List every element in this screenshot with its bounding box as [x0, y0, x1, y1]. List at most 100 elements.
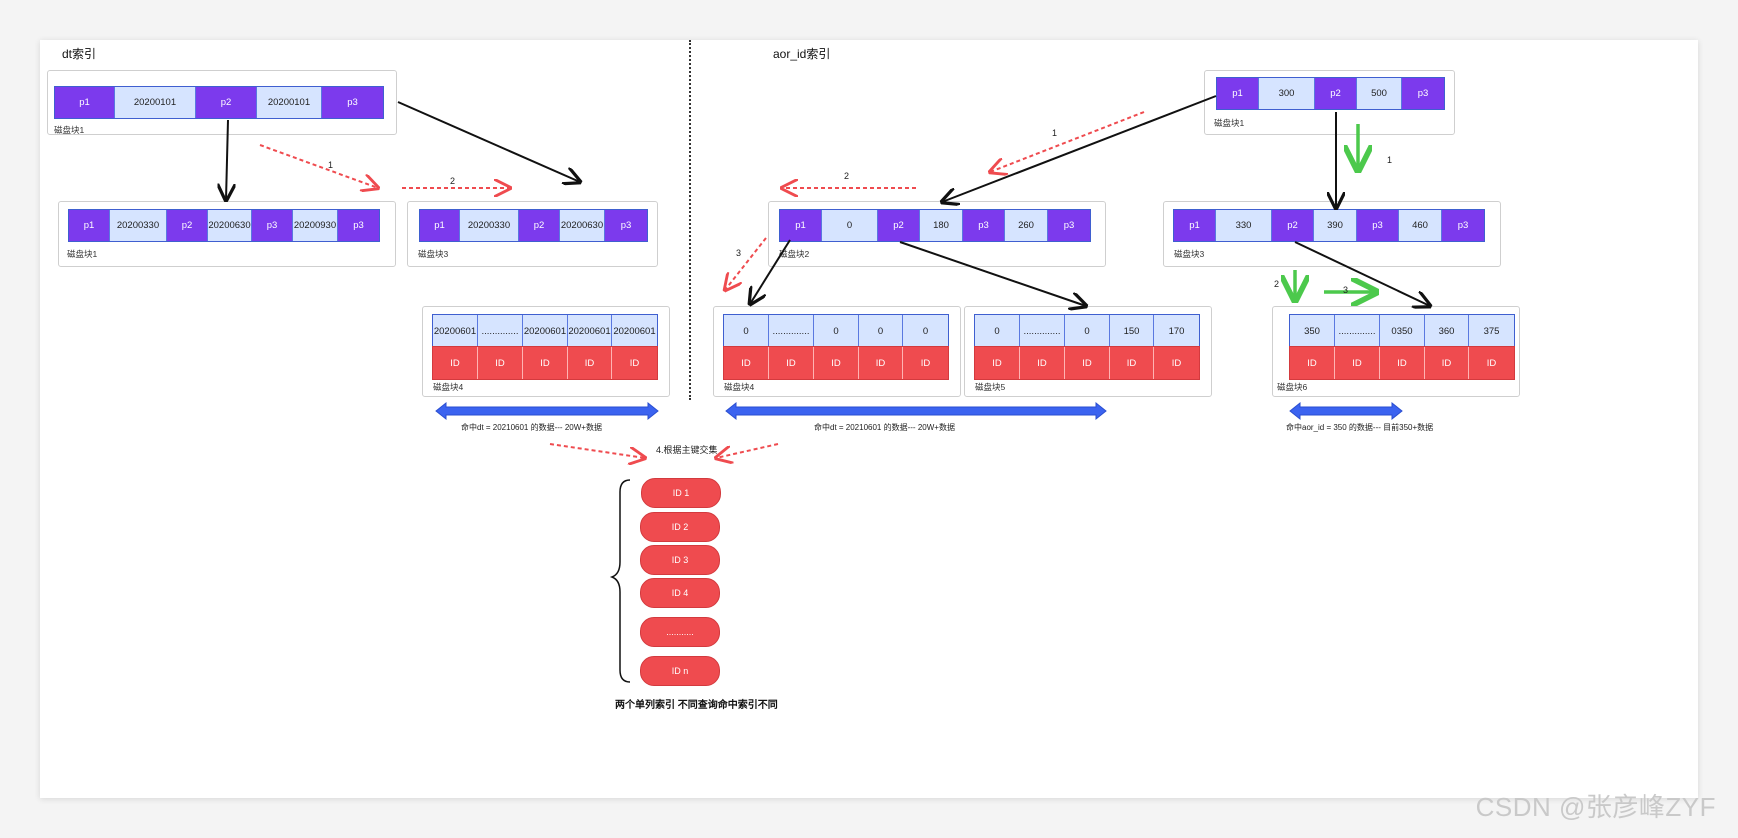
pointer-cell: p3 [322, 87, 383, 118]
key-cell: 0350 [1380, 315, 1425, 347]
key-cell: 180 [920, 210, 963, 241]
block-label: 磁盘块6 [1277, 382, 1308, 392]
watermark: CSDN @张彦峰ZYF [1475, 792, 1716, 822]
key-cell: .............. [478, 315, 523, 347]
pointer-cell: p3 [338, 210, 379, 241]
pointer-cell: p1 [1174, 210, 1216, 241]
left-index-title: dt索引 [62, 47, 97, 61]
pointer-cell: p1 [1217, 78, 1259, 109]
pointer-cell: p1 [420, 210, 460, 241]
key-cell: 460 [1399, 210, 1442, 241]
mid-hit-label: 命中dt = 20210601 的数据--- 20W+数据 [814, 423, 955, 432]
right-block2-to-leaf4-arrow [750, 239, 791, 304]
right-hit-label: 命中aor_id = 350 的数据--- 目前350+数据 [1286, 423, 1434, 432]
right-red-step2-label: 2 [844, 171, 850, 181]
pointer-cell: p2 [1272, 210, 1314, 241]
pointer-cell: p3 [1442, 210, 1484, 241]
diagram-caption: 两个单列索引 不同查询命中索引不同 [615, 700, 778, 711]
left-root-to-child3-arrow [397, 101, 580, 182]
result-brace [609, 479, 631, 683]
key-cell: 170 [1154, 315, 1199, 347]
key-cell: 360 [1425, 315, 1469, 347]
left-child1-row: p1 20200330 p2 20200630 p3 20200930 p3 [68, 209, 380, 242]
key-cell: 20200930 [293, 210, 338, 241]
key-cell: 150 [1110, 315, 1154, 347]
right-red-step1-arrow [990, 111, 1145, 172]
left-leaf4-id-row: ID ID ID ID ID [432, 346, 658, 380]
key-cell: 20200330 [110, 210, 167, 241]
key-cell: 20200630 [560, 210, 605, 241]
block-label: 磁盘块5 [975, 382, 1006, 392]
right-leaf5-key-row: 0 .............. 0 150 170 [974, 314, 1200, 348]
pointer-cell: p1 [780, 210, 822, 241]
key-cell: 375 [1469, 315, 1514, 347]
right-root-row: p1 300 p2 500 p3 [1216, 77, 1445, 110]
id-cell: ID [903, 347, 948, 379]
right-leaf4-id-row: ID ID ID ID ID [723, 346, 949, 380]
connector-layer [40, 95, 1698, 683]
pointer-cell: p3 [1048, 210, 1090, 241]
block-label: 磁盘块2 [779, 249, 810, 259]
pointer-cell: p3 [252, 210, 293, 241]
right-leaf6-id-row: ID ID ID ID ID [1289, 346, 1515, 380]
result-id-pill: ID 3 [640, 545, 720, 575]
right-block2-to-leaf5-arrow [899, 241, 1086, 306]
left-hit-label: 命中dt = 20210601 的数据--- 20W+数据 [461, 423, 602, 432]
right-hit-range-arrow [1289, 401, 1403, 421]
right-block2-row: p1 0 p2 180 p3 260 p3 [779, 209, 1091, 242]
right-block3-to-leaf6-arrow [1294, 241, 1430, 306]
key-cell: 0 [814, 315, 859, 347]
result-id-pill: ID 4 [640, 578, 720, 608]
key-cell: 350 [1290, 315, 1335, 347]
id-cell: ID [568, 347, 612, 379]
merge-right-arrow [716, 443, 779, 458]
result-id-pill: ID 1 [641, 478, 721, 508]
key-cell: 20200101 [115, 87, 196, 118]
key-cell: 0 [1065, 315, 1110, 347]
id-cell: ID [478, 347, 523, 379]
id-cell: ID [612, 347, 657, 379]
pointer-cell: p1 [55, 87, 115, 118]
id-cell: ID [1380, 347, 1425, 379]
pointer-cell: p3 [605, 210, 647, 241]
block-label: 磁盘块3 [1174, 249, 1205, 259]
id-cell: ID [1020, 347, 1065, 379]
vertical-divider [689, 40, 691, 400]
key-cell: 20200630 [208, 210, 252, 241]
id-cell: ID [1154, 347, 1199, 379]
right-red-step3-label: 3 [736, 248, 742, 258]
right-red-step3-arrow [725, 237, 767, 290]
id-cell: ID [1425, 347, 1469, 379]
id-cell: ID [523, 347, 568, 379]
right-leaf5-id-row: ID ID ID ID ID [974, 346, 1200, 380]
block-label: 磁盘块1 [67, 249, 98, 259]
pointer-cell: p3 [1357, 210, 1399, 241]
merge-label: 4.根据主键交集 [656, 445, 718, 455]
key-cell: 20200101 [257, 87, 322, 118]
id-cell: ID [1335, 347, 1380, 379]
key-cell: 0 [724, 315, 769, 347]
right-red-step1-label: 1 [1052, 128, 1058, 138]
key-cell: 20200601 [612, 315, 657, 347]
key-cell: .............. [769, 315, 814, 347]
green-step2-label: 2 [1274, 279, 1280, 289]
pointer-cell: p2 [519, 210, 560, 241]
left-root-to-child1-arrow [226, 119, 228, 200]
key-cell: 20200601 [568, 315, 612, 347]
id-cell: ID [814, 347, 859, 379]
key-cell: 0 [822, 210, 878, 241]
id-cell: ID [769, 347, 814, 379]
pointer-cell: p3 [1402, 78, 1444, 109]
key-cell: 500 [1357, 78, 1402, 109]
key-cell: 0 [859, 315, 903, 347]
block-label: 磁盘块4 [433, 382, 464, 392]
key-cell: 390 [1314, 210, 1357, 241]
block-label: 磁盘块3 [418, 249, 449, 259]
key-cell: 20200601 [433, 315, 478, 347]
pointer-cell: p2 [167, 210, 208, 241]
key-cell: 0 [903, 315, 948, 347]
right-root-to-block2-arrow [942, 95, 1217, 202]
left-red-step1-arrow [259, 144, 378, 188]
green-step1-label: 1 [1387, 155, 1393, 165]
id-cell: ID [433, 347, 478, 379]
